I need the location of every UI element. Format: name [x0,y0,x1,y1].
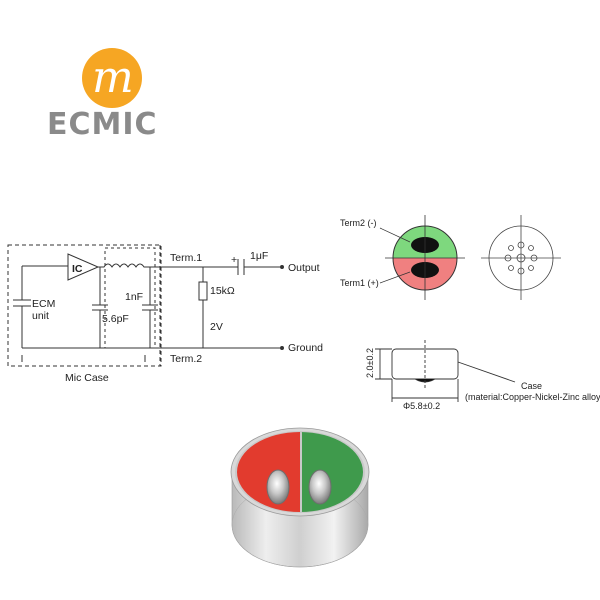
brand-logo: m ECMIC [47,48,158,142]
logo-wordmark: ECMIC [47,107,158,142]
case-bracket [21,355,146,362]
circuit-labels: IC ECM unit 5.6pF 1nF Term.1 Term.2 + 1μ… [32,250,323,384]
ecm-unit-label-line1: ECM [32,298,55,310]
case-label: Case [521,381,542,391]
photo-hole-right [308,469,332,505]
output-cap-label: 1μF [250,250,268,262]
term2-label: Term.2 [170,353,202,365]
height-dimension: 2.0±0.2 [365,348,375,378]
logo-circle [82,48,142,108]
side-view [375,340,516,402]
ic-amplifier [67,253,100,281]
logo-letter: m [92,52,134,103]
output-label: Output [288,262,320,274]
product-photo [230,427,370,568]
circuit-schematic [7,244,284,367]
resistor-symbol [198,281,208,301]
resistor-label: 15kΩ [210,285,235,297]
diameter-dimension: Φ5.8±0.2 [403,401,440,411]
mic-case-label: Mic Case [65,372,109,384]
top-view-term2-label: Term2 (-) [340,218,377,228]
ground-label: Ground [288,342,323,354]
ecm-unit-label-line2: unit [32,310,49,322]
mic-case-box [7,244,162,367]
photo-hole-left [266,469,290,505]
cap-5p6-label: 5.6pF [102,313,129,325]
bottom-view-holes [481,215,561,300]
top-view-term1-label: Term1 (+) [340,278,379,288]
material-label: (material:Copper-Nickel-Zinc alloy) [465,392,600,402]
cap-1n-label: 1nF [125,291,143,303]
inductor-symbol [98,263,160,268]
plus-label: + [231,254,237,266]
voltage-label: 2V [210,321,223,333]
term1-label: Term.1 [170,252,202,264]
ic-label: IC [72,263,83,275]
top-view-terminals: Term2 (-) Term1 (+) [340,215,465,300]
